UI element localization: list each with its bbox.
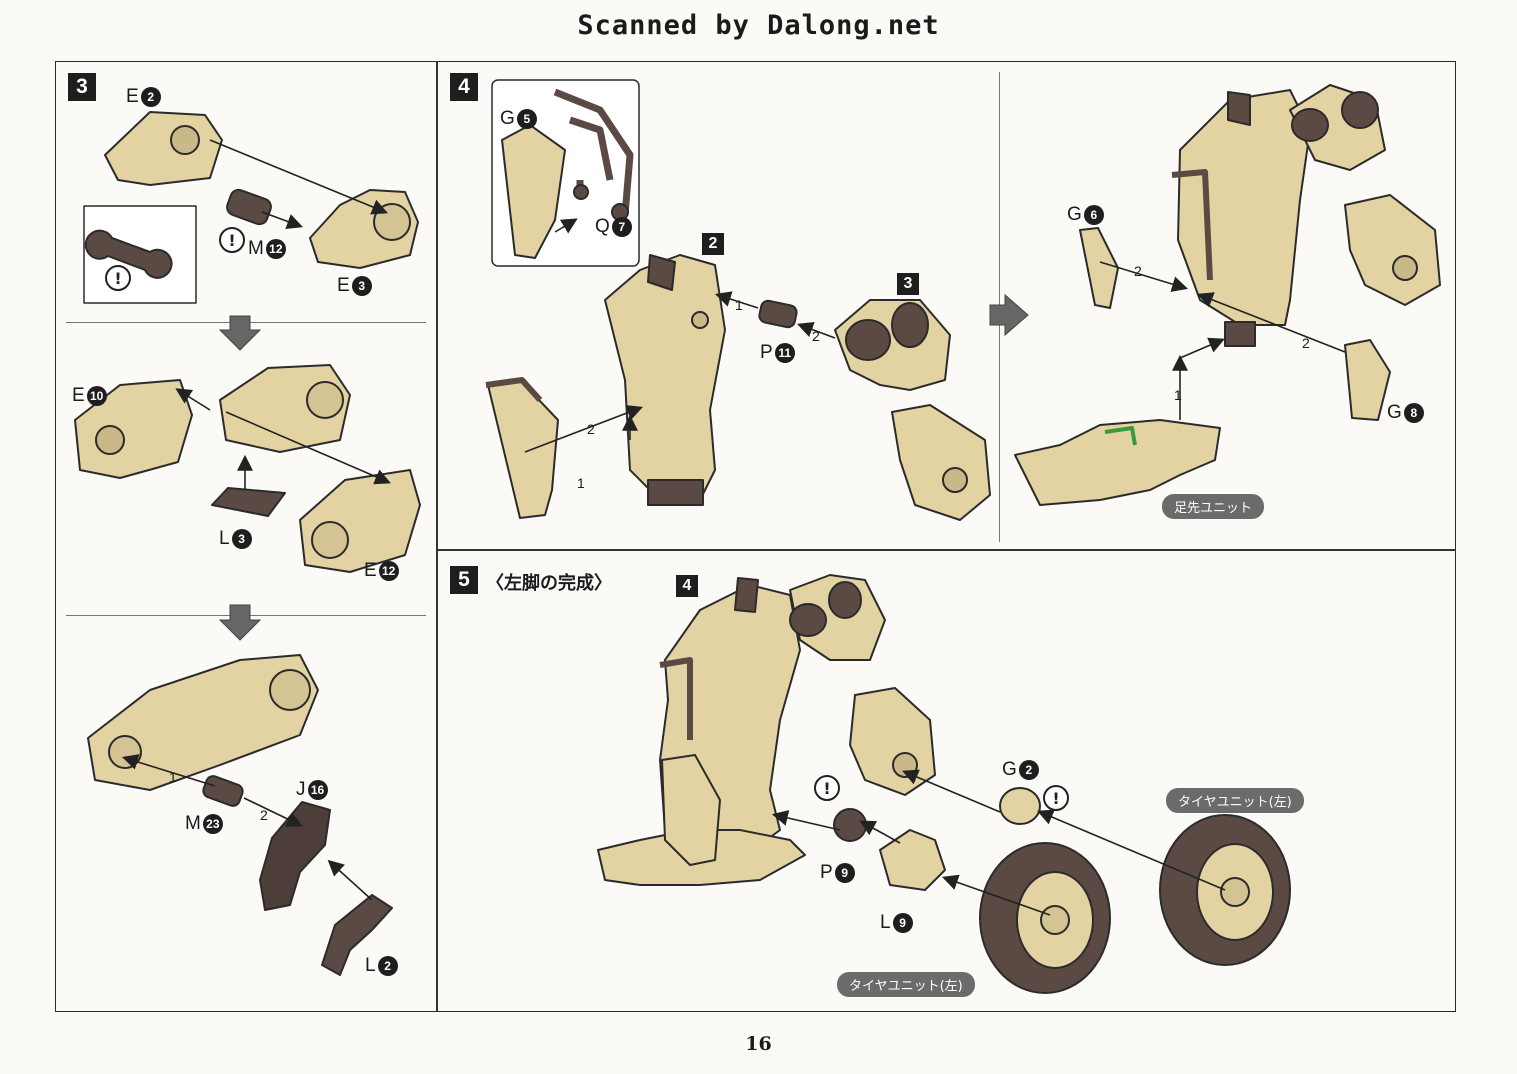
part-g6 <box>1079 227 1119 309</box>
instruction-frame <box>55 61 1456 1012</box>
step-3-number: 3 <box>68 73 96 101</box>
part-e12 <box>299 469 421 573</box>
substep-4-number: 4 <box>676 575 698 597</box>
part-l2 <box>321 894 393 976</box>
part-p9 <box>833 808 867 842</box>
svg-text:!: ! <box>823 779 830 798</box>
tire-unit-badge-bottom: タイヤユニット(左) <box>837 972 975 997</box>
part-j16 <box>259 801 331 911</box>
part-upper-leg <box>1177 89 1311 326</box>
part-l3 <box>211 487 286 517</box>
part-joint-detail <box>84 229 173 279</box>
svg-text:!: ! <box>228 231 235 250</box>
divider-vertical <box>436 61 438 1012</box>
scan-watermark: Scanned by Dalong.net <box>577 10 940 41</box>
step-4-number: 4 <box>450 73 478 101</box>
order-marker: 1 <box>169 769 177 785</box>
order-marker: 2 <box>1302 335 1310 351</box>
order-marker: 1 <box>1174 387 1182 403</box>
svg-text:!: ! <box>114 269 121 288</box>
divider-step5 <box>436 549 1456 551</box>
part-m23 <box>202 775 244 807</box>
tire-unit-badge-right: タイヤユニット(左) <box>1166 788 1304 813</box>
substep-2-number: 2 <box>702 233 724 255</box>
part-l9 <box>879 829 946 891</box>
part-leg-unit <box>604 254 726 501</box>
order-marker: 2 <box>1134 263 1142 279</box>
toe-unit-badge: 足先ユニット <box>1162 494 1265 519</box>
part-m12 <box>226 188 272 226</box>
part-p11 <box>758 299 798 329</box>
step-5-number: 5 <box>450 566 478 594</box>
part-g8 <box>1344 339 1391 421</box>
part-g2 <box>999 787 1041 825</box>
next-arrow-2 <box>218 604 262 641</box>
part-g5-attached <box>487 379 559 519</box>
order-marker: 1 <box>577 475 585 491</box>
order-marker: 1 <box>735 297 743 313</box>
svg-text:!: ! <box>1052 789 1059 808</box>
part-assembly-bottom <box>87 654 319 791</box>
part-toe-unit <box>1014 419 1221 506</box>
substep-3-number: 3 <box>897 273 919 295</box>
next-arrow-3 <box>989 293 1029 337</box>
step-5-title: 〈左脚の完成〉 <box>486 573 612 594</box>
page-number: 16 <box>745 1033 772 1055</box>
order-marker: 2 <box>587 421 595 437</box>
next-arrow-1 <box>218 315 262 351</box>
order-marker: 2 <box>812 328 820 344</box>
part-e2 <box>104 111 223 186</box>
order-marker: 2 <box>260 807 268 823</box>
